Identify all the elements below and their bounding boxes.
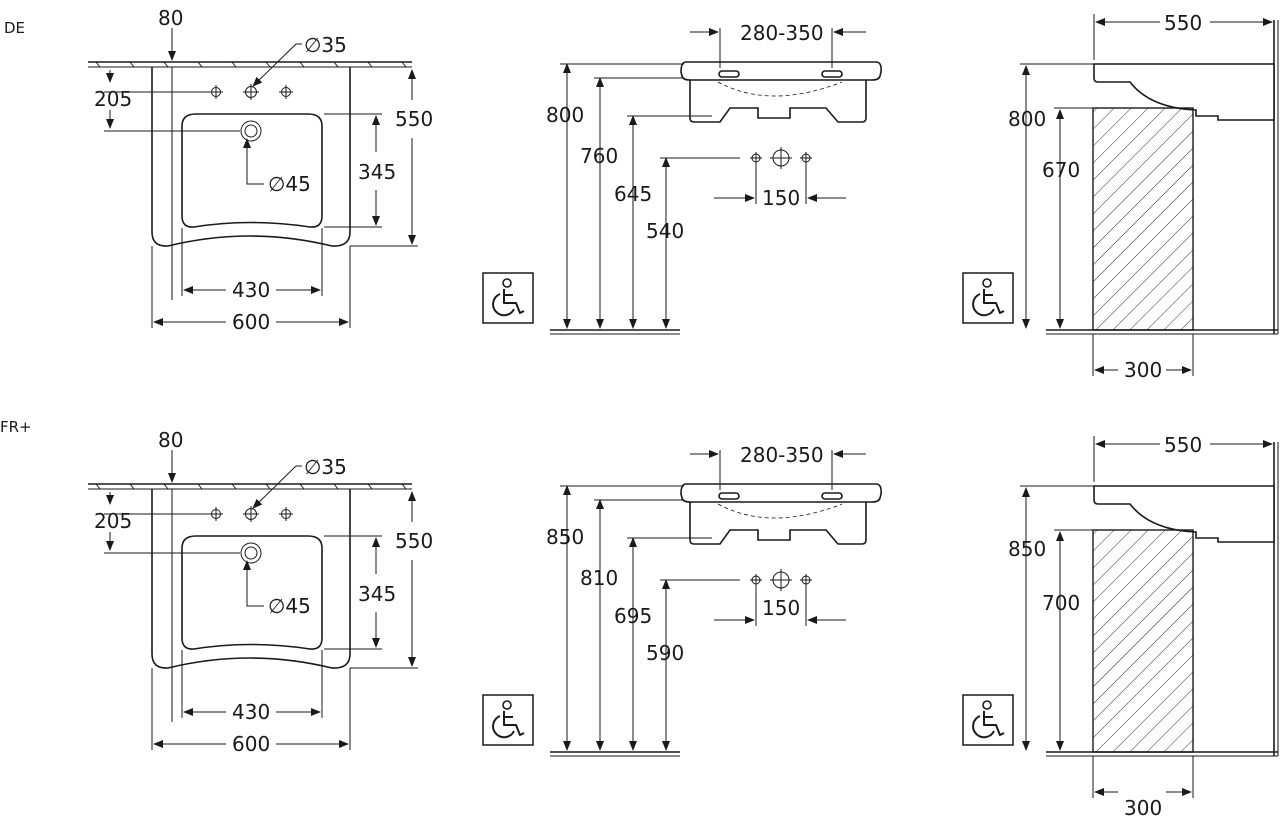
dim-height-support: 670 bbox=[1042, 158, 1080, 182]
dim-waste: ∅45 bbox=[268, 172, 311, 196]
dim-projection: 550 bbox=[1164, 11, 1202, 35]
panel-fr: FR+ 80 ∅35 ∅45 205 550 345 430 600 280-3… bbox=[0, 418, 1278, 816]
dim-overall-width: 600 bbox=[232, 310, 270, 334]
dim-depth-to-tap: 205 bbox=[94, 87, 132, 111]
dim-waste-spacing: 150 bbox=[762, 186, 800, 210]
dim-height-support: 700 bbox=[1042, 591, 1080, 615]
dim-overall-depth: 550 bbox=[395, 529, 433, 553]
dim-overall-width: 600 bbox=[232, 732, 270, 756]
side-view: 550 850 700 300 bbox=[1008, 433, 1278, 816]
dim-support-width: 300 bbox=[1124, 796, 1162, 816]
dim-bowl-width: 430 bbox=[232, 700, 270, 724]
dim-height-waste: 590 bbox=[646, 641, 684, 665]
panel-de: DE 80 ∅35 ∅45 205 550 345 430 600 280-35… bbox=[4, 6, 1278, 382]
dim-height-bowl: 695 bbox=[614, 604, 652, 628]
plan-view: 80 ∅35 ∅45 205 550 345 430 600 bbox=[88, 428, 433, 756]
dim-bowl-depth: 345 bbox=[358, 160, 396, 184]
dim-depth-to-tap: 205 bbox=[94, 509, 132, 533]
dim-waste: ∅45 bbox=[268, 594, 311, 618]
dim-tap-hole: ∅35 bbox=[304, 455, 347, 479]
front-view: 280-350 850 810 695 590 150 bbox=[546, 443, 881, 756]
dim-side-height-rim: 850 bbox=[1008, 537, 1046, 561]
dim-height-bowl: 645 bbox=[614, 182, 652, 206]
dim-height-rim: 800 bbox=[546, 103, 584, 127]
dim-tap-hole: ∅35 bbox=[304, 33, 347, 57]
dim-offset: 80 bbox=[158, 6, 183, 30]
front-view: 280-350 800 760 645 540 150 bbox=[546, 21, 881, 334]
dim-projection: 550 bbox=[1164, 433, 1202, 457]
wheelchair-icon bbox=[482, 694, 534, 746]
dim-height-under-rim: 810 bbox=[580, 566, 618, 590]
dim-waste-spacing: 150 bbox=[762, 596, 800, 620]
dim-support-width: 300 bbox=[1124, 358, 1162, 382]
dim-offset: 80 bbox=[158, 428, 183, 452]
plan-view: 80 ∅35 ∅45 205 550 345 430 600 bbox=[88, 6, 433, 334]
wheelchair-icon bbox=[962, 272, 1014, 324]
dim-tap-spacing: 280-350 bbox=[740, 443, 824, 467]
region-label: DE bbox=[4, 19, 25, 37]
dim-height-rim: 850 bbox=[546, 525, 584, 549]
dim-side-height-rim: 800 bbox=[1008, 107, 1046, 131]
dim-bowl-depth: 345 bbox=[358, 582, 396, 606]
dim-height-waste: 540 bbox=[646, 219, 684, 243]
dim-bowl-width: 430 bbox=[232, 278, 270, 302]
wheelchair-icon bbox=[482, 272, 534, 324]
wheelchair-icon bbox=[962, 694, 1014, 746]
dim-overall-depth: 550 bbox=[395, 107, 433, 131]
dim-tap-spacing: 280-350 bbox=[740, 21, 824, 45]
dim-height-under-rim: 760 bbox=[580, 144, 618, 168]
region-label: FR+ bbox=[0, 418, 32, 436]
side-view: 550 800 670 300 bbox=[1008, 11, 1278, 382]
